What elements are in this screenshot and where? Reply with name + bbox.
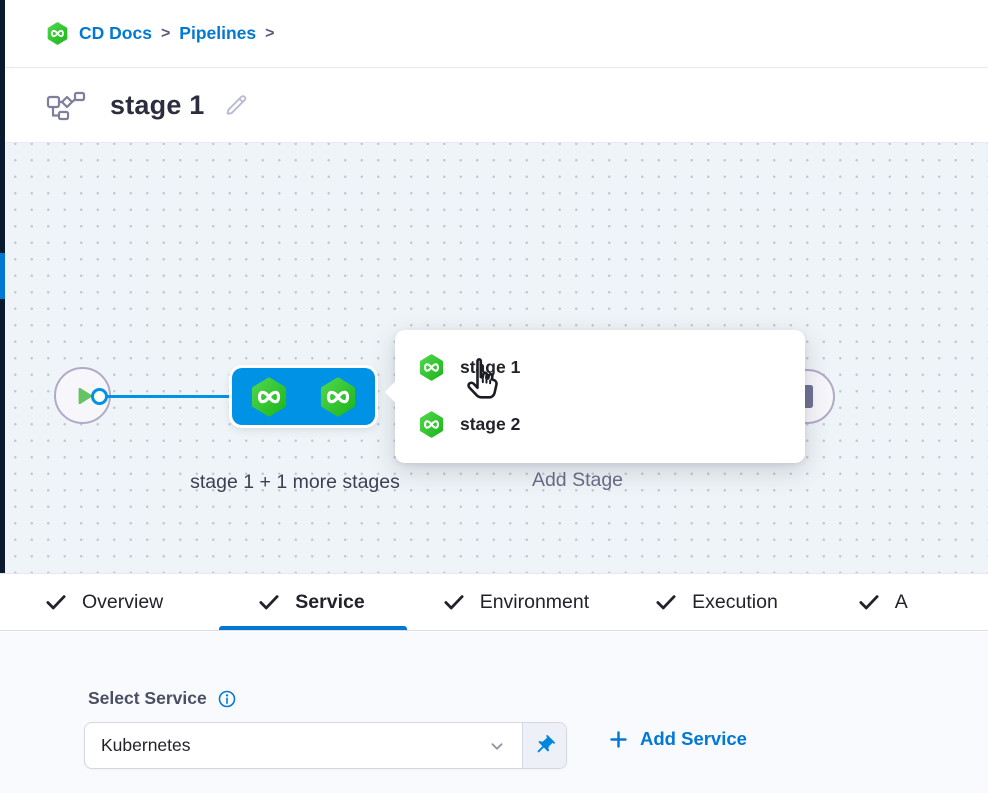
cd-stage-icon <box>419 411 444 438</box>
tab-service[interactable]: Service <box>219 574 408 630</box>
breadcrumb-project-link[interactable]: CD Docs <box>79 23 152 43</box>
chevron-down-icon <box>491 742 503 750</box>
plus-icon <box>610 730 627 748</box>
breadcrumb-separator: > <box>265 24 275 42</box>
edit-pencil-icon[interactable] <box>223 92 250 119</box>
stage-group-label: stage 1 + 1 more stages <box>190 471 400 493</box>
popup-item-stage-1[interactable]: stage 1 <box>418 354 520 381</box>
tab-label: Overview <box>82 590 164 613</box>
stage-title-bar: stage 1 <box>5 69 988 143</box>
pin-service-button[interactable] <box>522 723 566 768</box>
popup-item-stage-2[interactable]: stage 2 <box>418 411 520 438</box>
hand-cursor-icon <box>467 358 498 399</box>
tab-label: Execution <box>692 590 778 613</box>
check-icon <box>859 595 879 610</box>
cd-stage-icon <box>419 354 444 381</box>
select-service-label: Select Service <box>88 688 207 708</box>
breadcrumb: CD Docs > Pipelines > <box>5 0 988 68</box>
play-icon <box>78 387 93 404</box>
pipeline-edge <box>105 394 235 398</box>
cd-module-icon <box>47 22 68 45</box>
service-select-group: Kubernetes <box>84 722 567 769</box>
popup-item-label: stage 2 <box>460 414 521 434</box>
add-stage-label[interactable]: Add Stage <box>531 469 624 491</box>
stop-icon <box>802 385 813 408</box>
pipeline-canvas[interactable]: stage 1 + 1 more stages Add Stage stage … <box>0 143 988 573</box>
tab-label: Environment <box>479 590 590 613</box>
tab-advanced-clipped[interactable]: A <box>856 574 908 630</box>
cd-stage-icon <box>249 377 289 417</box>
service-select-value: Kubernetes <box>101 735 191 755</box>
tab-environment[interactable]: Environment <box>441 574 589 630</box>
tab-label: A <box>894 590 908 613</box>
page-title: stage 1 <box>110 90 205 120</box>
info-icon[interactable] <box>217 689 237 709</box>
pushpin-icon <box>537 735 555 753</box>
stage-flowchart-icon <box>46 91 86 120</box>
tab-execution[interactable]: Execution <box>653 574 778 630</box>
add-service-label: Add Service <box>640 728 747 749</box>
node-connector-port[interactable] <box>91 388 108 405</box>
check-icon <box>656 595 676 610</box>
tab-overview[interactable]: Overview <box>43 574 163 630</box>
cd-stage-icon <box>318 377 358 417</box>
left-nav-sliver <box>0 0 5 573</box>
breadcrumb-pipelines-link[interactable]: Pipelines <box>179 23 257 43</box>
popup-item-label: stage 1 <box>460 357 521 377</box>
check-icon <box>444 595 464 610</box>
tab-label: Service <box>295 590 365 613</box>
check-icon <box>259 595 279 610</box>
stage-config-tabs: Overview Service Environment Execution A <box>0 573 988 631</box>
stage-list-popup: stage 1 stage 2 <box>395 330 805 463</box>
service-select[interactable]: Kubernetes <box>85 723 522 768</box>
breadcrumb-separator: > <box>160 24 171 42</box>
service-panel: Select Service Kubernetes Add Service <box>0 632 988 793</box>
check-icon <box>46 595 66 610</box>
left-nav-scroll-thumb[interactable] <box>0 253 5 299</box>
stage-group-node[interactable] <box>232 368 375 425</box>
add-service-button[interactable]: Add Service <box>608 728 747 750</box>
